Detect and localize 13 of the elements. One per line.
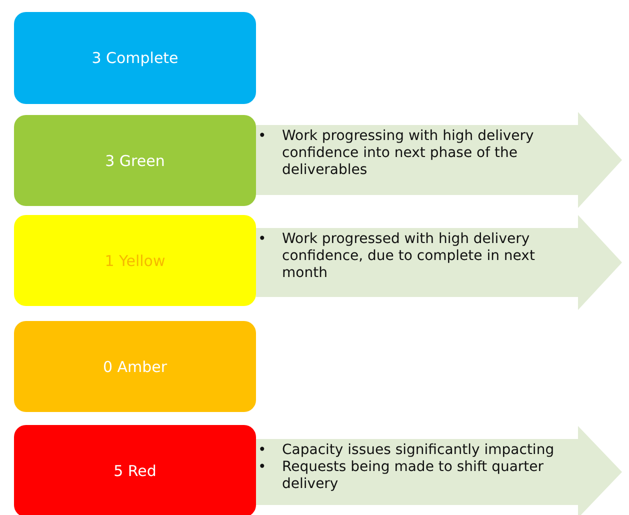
bullet-marker: • — [258, 459, 266, 476]
bullet-text: Capacity issues significantly impacting — [282, 442, 554, 458]
status-box: 0 Amber — [14, 321, 256, 412]
bullet-text: Work progressed with high delivery confidence, due to complete in next month — [282, 231, 535, 281]
bullet-marker: • — [258, 231, 266, 248]
bullet-marker: • — [258, 128, 266, 145]
status-box: 3 Green — [14, 115, 256, 206]
bullet-text: Work progressing with high delivery confidence into next phase of the deliverables — [282, 128, 534, 178]
bullet-marker: • — [258, 442, 266, 459]
status-box: 5 Red — [14, 425, 256, 515]
status-box: 3 Complete — [14, 12, 256, 104]
status-box: 1 Yellow — [14, 215, 256, 306]
bullet-text: Requests being made to shift quarter delivery — [282, 459, 544, 492]
